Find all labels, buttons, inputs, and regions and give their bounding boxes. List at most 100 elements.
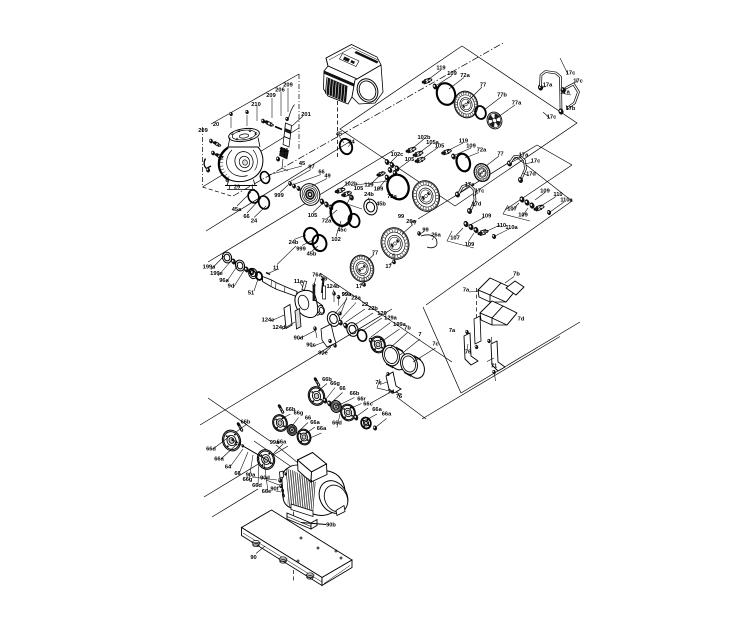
svg-text:199a: 199a [393, 322, 406, 328]
svg-text:72a: 72a [322, 219, 332, 225]
svg-text:199a: 199a [203, 265, 216, 271]
svg-text:17c: 17c [547, 115, 557, 121]
svg-text:109: 109 [374, 187, 384, 193]
svg-text:105: 105 [308, 213, 318, 219]
svg-text:17c: 17c [475, 189, 485, 195]
svg-text:64: 64 [225, 465, 232, 471]
svg-text:77a: 77a [512, 101, 522, 107]
svg-text:66a: 66a [382, 412, 392, 418]
svg-text:99a: 99a [342, 292, 352, 298]
svg-text:66: 66 [339, 386, 345, 392]
svg-text:110: 110 [497, 223, 506, 229]
svg-text:7a: 7a [449, 328, 456, 334]
svg-text:76: 76 [465, 350, 471, 356]
svg-text:17: 17 [385, 264, 391, 270]
svg-text:66b: 66b [286, 407, 296, 413]
svg-text:7d: 7d [388, 390, 395, 396]
svg-text:7a: 7a [463, 288, 470, 294]
svg-text:102: 102 [331, 237, 341, 243]
svg-text:22b: 22b [368, 306, 378, 312]
svg-text:90b: 90b [326, 523, 336, 529]
svg-text:66b: 66b [241, 420, 251, 426]
svg-text:99a: 99a [342, 292, 352, 298]
svg-text:7b: 7b [513, 272, 520, 278]
svg-text:17a: 17a [519, 153, 529, 159]
svg-text:17c: 17c [573, 79, 583, 85]
svg-text:26a: 26a [406, 219, 416, 225]
svg-text:999: 999 [296, 247, 306, 253]
svg-text:45: 45 [336, 132, 342, 138]
svg-text:72a: 72a [477, 148, 487, 154]
svg-text:105: 105 [435, 144, 445, 150]
svg-text:17d: 17d [526, 172, 536, 178]
svg-text:211: 211 [279, 148, 288, 154]
svg-text:24: 24 [251, 219, 258, 225]
svg-text:206: 206 [275, 88, 285, 94]
svg-text:7d: 7d [518, 317, 525, 323]
svg-text:99: 99 [422, 228, 428, 234]
svg-text:71: 71 [491, 364, 497, 370]
svg-text:22a: 22a [351, 296, 361, 302]
svg-text:7c: 7c [432, 342, 438, 348]
svg-text:102b: 102b [345, 182, 358, 188]
svg-text:49: 49 [324, 174, 330, 180]
svg-text:9d: 9d [228, 284, 235, 290]
svg-text:999: 999 [274, 193, 284, 199]
svg-text:66d: 66d [206, 447, 216, 453]
svg-text:76: 76 [321, 277, 327, 283]
svg-text:119: 119 [459, 139, 468, 145]
svg-text:109: 109 [465, 242, 475, 248]
svg-text:97: 97 [308, 165, 314, 171]
svg-text:66: 66 [234, 471, 240, 477]
svg-text:45b: 45b [376, 202, 386, 208]
svg-text:66b: 66b [350, 391, 360, 397]
svg-text:66b: 66b [322, 377, 332, 383]
svg-text:26a: 26a [431, 233, 441, 239]
svg-text:66r: 66r [357, 397, 366, 403]
svg-text:17c: 17c [566, 71, 576, 77]
svg-text:110a: 110a [505, 225, 518, 231]
svg-text:72a: 72a [460, 73, 470, 79]
svg-text:102c: 102c [391, 152, 404, 158]
svg-text:124d: 124d [273, 325, 286, 331]
svg-text:109: 109 [466, 144, 476, 150]
svg-text:124c: 124c [262, 318, 275, 324]
svg-text:66: 66 [305, 416, 311, 422]
svg-text:119: 119 [364, 183, 373, 189]
svg-text:66a: 66a [372, 407, 382, 413]
svg-text:124b: 124b [327, 284, 340, 290]
svg-text:105: 105 [354, 186, 364, 192]
svg-text:107: 107 [507, 207, 517, 213]
svg-text:45b: 45b [307, 252, 317, 258]
svg-text:107: 107 [450, 236, 460, 242]
svg-text:209: 209 [283, 83, 293, 89]
svg-text:66: 66 [243, 214, 249, 220]
svg-text:20: 20 [213, 122, 219, 128]
svg-text:209: 209 [198, 128, 208, 134]
svg-text:7: 7 [418, 332, 421, 338]
svg-text:66d: 66d [332, 421, 342, 427]
svg-text:17a: 17a [543, 83, 553, 89]
svg-text:45c: 45c [337, 228, 347, 234]
svg-text:102b: 102b [418, 135, 431, 141]
svg-text:66g: 66g [243, 477, 253, 483]
svg-text:7e: 7e [375, 380, 381, 386]
svg-text:29: 29 [234, 185, 240, 191]
svg-text:66g: 66g [294, 411, 304, 417]
svg-text:129: 129 [377, 311, 387, 317]
svg-text:66d: 66d [252, 483, 262, 489]
svg-text:17a: 17a [560, 90, 570, 96]
svg-text:201: 201 [301, 112, 311, 118]
svg-text:90: 90 [250, 555, 256, 561]
svg-text:24: 24 [348, 140, 355, 146]
svg-text:90e: 90e [318, 351, 328, 357]
svg-text:109: 109 [540, 189, 550, 195]
svg-text:76: 76 [396, 394, 402, 400]
svg-text:17a: 17a [465, 182, 475, 188]
svg-text:90f: 90f [270, 487, 278, 493]
svg-text:66a: 66a [277, 440, 287, 446]
svg-text:22: 22 [362, 302, 368, 308]
svg-text:90c: 90c [306, 343, 316, 349]
svg-text:105a: 105a [426, 140, 439, 146]
svg-text:109: 109 [447, 71, 457, 77]
